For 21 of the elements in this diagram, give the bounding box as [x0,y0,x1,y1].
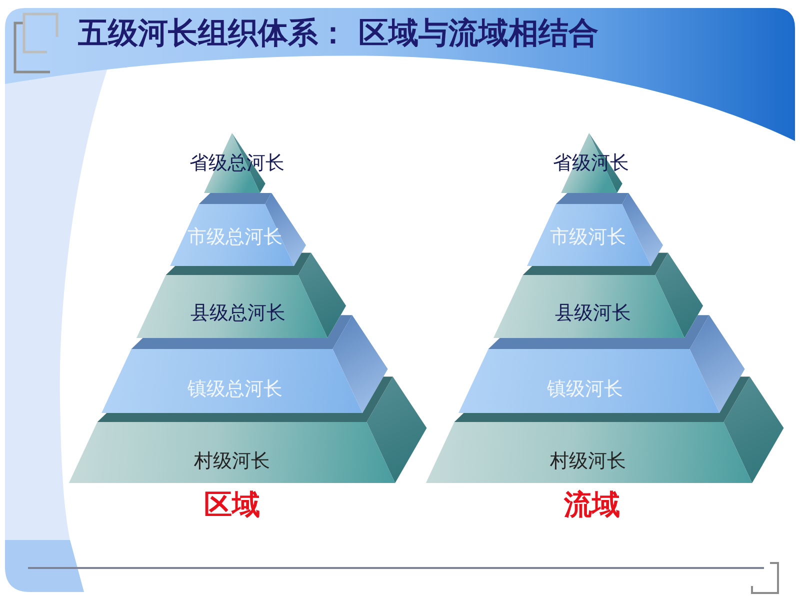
pyramid-caption: 区域 [204,489,260,521]
tier-label: 村级河长 [550,450,626,472]
tier-label: 县级河长 [555,302,631,324]
tier-label: 市级河长 [550,226,626,248]
tier-label: 镇级河长 [547,378,623,400]
pyramid-tier [68,413,427,483]
pyramid-tier [101,338,417,413]
pyramid-tier [527,193,677,266]
pyramid-tier [170,193,320,266]
pyramid-tier [458,338,774,413]
tier-label: 市级总河长 [188,226,282,248]
pyramid-tier [553,133,629,193]
tier-label: 村级河长 [194,450,270,472]
pyramid-tier [136,266,368,338]
tier-label: 镇级总河长 [188,378,282,400]
pyramid-caption: 流域 [564,489,620,521]
tier-label: 县级总河长 [190,302,286,324]
pyramid-tier [189,133,285,193]
pyramid-tier [425,413,784,483]
pyramid-tier [493,266,725,338]
title: 五级河长组织体系： 区域与流域相结合 [78,17,598,51]
